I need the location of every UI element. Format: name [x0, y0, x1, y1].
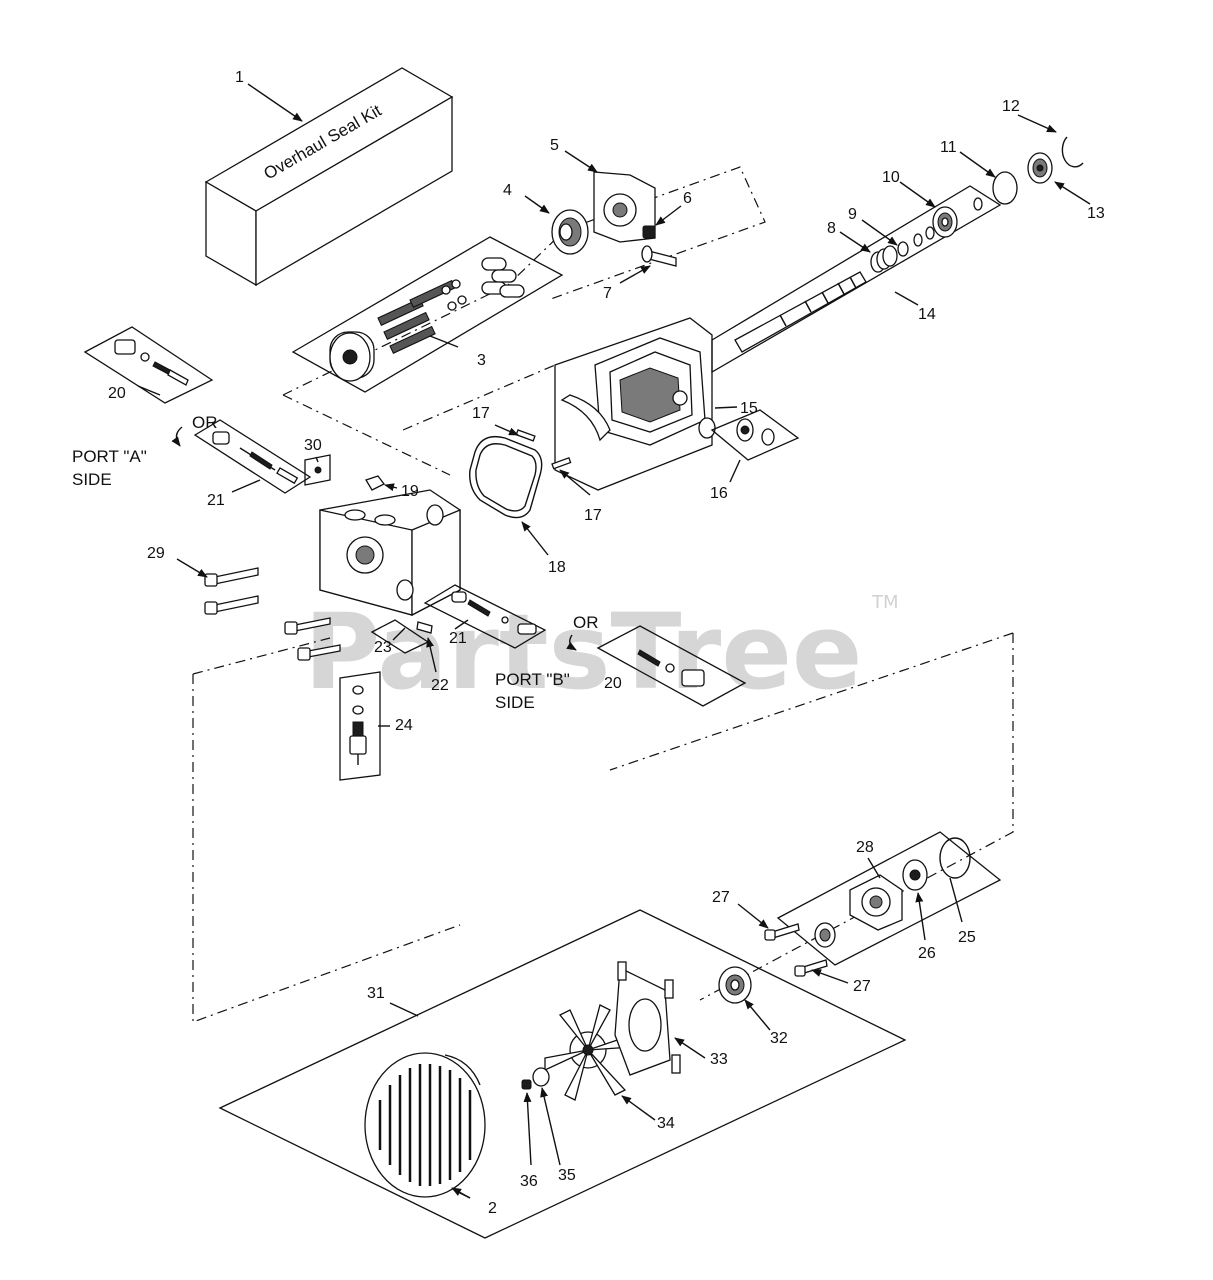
bearing-part — [932, 206, 958, 238]
dowel-pin-lower[interactable] — [551, 457, 572, 470]
callout-20-upper: 20 — [108, 385, 126, 402]
callout-17-upper: 17 — [472, 405, 490, 422]
center-housing-panel[interactable] — [554, 317, 716, 491]
fan-nut-part[interactable] — [521, 1079, 532, 1090]
callout-27-upper: 27 — [712, 889, 730, 906]
callout-2: 2 — [488, 1200, 497, 1217]
callout-36: 36 — [520, 1173, 538, 1190]
dowel-pin-upper[interactable] — [515, 429, 536, 442]
lip-seal-part[interactable] — [1027, 152, 1053, 184]
callout-6: 6 — [683, 190, 692, 207]
callout-27-lower: 27 — [853, 978, 871, 995]
swashplate-part[interactable] — [593, 171, 656, 243]
charge-pump-panel[interactable] — [776, 831, 1002, 966]
callout-29: 29 — [147, 545, 165, 562]
relief-valve-panel-lower[interactable] — [423, 584, 547, 649]
callout-35: 35 — [558, 1167, 576, 1184]
dashed-group-housing — [402, 364, 556, 431]
seal-kit-box[interactable]: Overhaul Seal Kit — [204, 67, 454, 287]
callout-3: 3 — [477, 352, 486, 369]
callout-8: 8 — [827, 220, 836, 237]
fan-washer-part[interactable] — [532, 1067, 550, 1087]
callout-4: 4 — [503, 182, 512, 199]
dashed-frame-left — [192, 674, 461, 1023]
callout-34: 34 — [657, 1115, 675, 1132]
watermark-trademark: TM — [871, 592, 899, 613]
callout-21-upper: 21 — [207, 492, 225, 509]
check-valve-panel-lower[interactable] — [596, 625, 747, 707]
callout-15: 15 — [740, 400, 758, 417]
or-label-upper: OR — [192, 413, 218, 432]
port-a-label-line1: PORT "A" — [72, 447, 147, 466]
end-cap-bolts[interactable] — [204, 567, 341, 661]
callout-33: 33 — [710, 1051, 728, 1068]
decal-part[interactable] — [304, 454, 331, 486]
port-b-label-line1: PORT "B" — [495, 670, 570, 689]
callout-24: 24 — [395, 717, 413, 734]
cylinder-block-panel[interactable] — [291, 236, 564, 393]
charge-pump-bolts[interactable] — [764, 923, 828, 977]
callout-16: 16 — [710, 485, 728, 502]
cooling-fan-part[interactable] — [544, 1004, 633, 1101]
relief-valve-panel-upper[interactable] — [193, 419, 312, 494]
dashed-frame-right — [699, 633, 1014, 1001]
trunnion-arm-part[interactable] — [641, 245, 677, 267]
pulley-bearing-part[interactable] — [718, 966, 752, 1004]
fan-mount-part[interactable] — [614, 961, 681, 1076]
housing-gasket[interactable] — [469, 435, 543, 519]
end-cap-part[interactable] — [319, 489, 461, 617]
dashed-frame-top — [609, 632, 1014, 771]
callout-28: 28 — [856, 839, 874, 856]
port-labels: PORT "A" SIDE OR PORT "B" SIDE OR — [72, 413, 599, 712]
callout-7: 7 — [603, 285, 612, 302]
callout-9: 9 — [848, 206, 857, 223]
charge-seal-panel[interactable] — [710, 409, 800, 461]
shaft-seal-part[interactable] — [551, 209, 589, 255]
fan-assembly-panel[interactable] — [218, 909, 907, 1239]
callout-13: 13 — [1087, 205, 1105, 222]
callout-21-lower: 21 — [449, 630, 467, 647]
callout-18: 18 — [548, 559, 566, 576]
callout-30: 30 — [304, 437, 322, 454]
spring-part — [870, 245, 898, 273]
bypass-valve-panel[interactable] — [339, 671, 381, 781]
retaining-ring-part[interactable] — [1061, 136, 1084, 168]
or-label-lower: OR — [573, 613, 599, 632]
cap-plug-part[interactable] — [365, 475, 385, 491]
slider-block-part[interactable] — [642, 225, 656, 239]
port-a-label-line2: SIDE — [72, 470, 112, 489]
washer-part — [897, 241, 909, 257]
callout-numbers: 1 2 3 4 5 6 7 8 9 10 11 12 13 14 15 16 1… — [108, 69, 1105, 1217]
callout-25: 25 — [958, 929, 976, 946]
leader-lines — [137, 83, 1091, 1199]
callout-19: 19 — [401, 483, 419, 500]
callout-26: 26 — [918, 945, 936, 962]
dashed-group-left — [282, 394, 451, 476]
check-valve-panel-upper[interactable] — [83, 326, 214, 404]
callout-1: 1 — [235, 69, 244, 86]
callout-32: 32 — [770, 1030, 788, 1047]
callout-5: 5 — [550, 137, 559, 154]
callout-10: 10 — [882, 169, 900, 186]
callout-31: 31 — [367, 985, 385, 1002]
fan-shroud-part[interactable] — [364, 1052, 486, 1198]
callout-11: 11 — [940, 139, 957, 156]
port-b-label-line2: SIDE — [495, 693, 535, 712]
dashed-frame-top-left — [192, 637, 331, 675]
callout-23: 23 — [374, 639, 392, 656]
callout-14: 14 — [918, 306, 936, 323]
callout-20-lower: 20 — [604, 675, 622, 692]
callout-22: 22 — [431, 677, 449, 694]
callout-17-lower: 17 — [584, 507, 602, 524]
oring-part[interactable] — [992, 171, 1018, 205]
callout-12: 12 — [1002, 98, 1020, 115]
